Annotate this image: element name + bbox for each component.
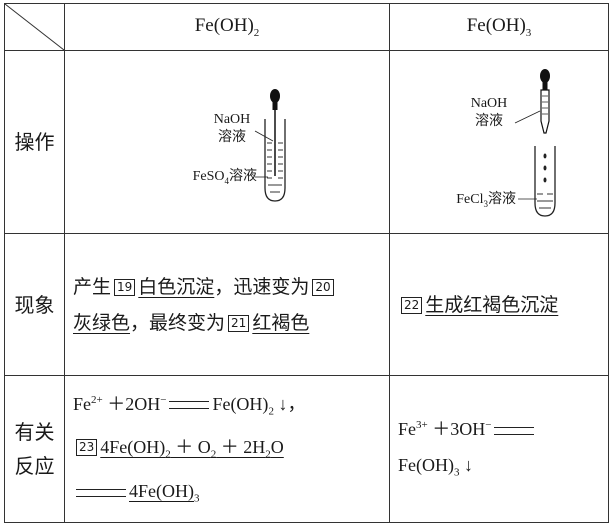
answer-blank-20: 灰绿色	[73, 311, 131, 334]
feso4-label: FeSO4溶液	[192, 169, 257, 186]
answer-blank-23-line2: 4Fe(OH)3	[73, 473, 383, 517]
row-label-reaction: 有关 反应	[4, 375, 65, 523]
row-label-phenomenon: 现象	[4, 233, 65, 376]
reaction-right-line1: Fe3+ ＋3OH−	[398, 407, 602, 447]
apparatus-left: NaOH 溶液 FeSO4溶液	[65, 51, 389, 233]
fecl3-label: FeCl3溶液	[456, 192, 516, 209]
naoh-label-right: NaOH 溶液	[470, 96, 508, 129]
apparatus-right-cell: NaOH 溶液 FeCl3溶液	[389, 50, 609, 234]
dropper-above-tube-drawing	[514, 69, 556, 217]
blank-number-23: 23	[76, 439, 98, 457]
blank-number-22: 22	[401, 296, 423, 314]
operation-row: 操作	[4, 50, 609, 234]
row-label-operation: 操作	[4, 50, 65, 234]
comparison-table: Fe(OH)2 Fe(OH)3 操作	[4, 3, 609, 523]
equals-sign	[76, 488, 126, 497]
header-row: Fe(OH)2 Fe(OH)3	[4, 3, 609, 51]
apparatus-left-cell: NaOH 溶液 FeSO4溶液	[64, 50, 390, 234]
equals-sign	[169, 401, 210, 410]
header-fe-oh-3: Fe(OH)3	[389, 3, 609, 51]
reaction-left-line1: Fe2+ ＋2OH−Fe(OH)2 ↓，	[73, 393, 306, 418]
blank-number-19: 19	[114, 278, 136, 296]
diagonal-line	[5, 4, 64, 50]
blank-number-21: 21	[228, 314, 250, 332]
blank-number-20: 20	[312, 278, 334, 296]
equals-sign	[494, 427, 535, 436]
reaction-right: Fe3+ ＋3OH− Fe(OH)3 ↓	[389, 375, 609, 523]
apparatus-right: NaOH 溶液 FeCl3溶液	[390, 51, 608, 233]
header-fe-oh-2: Fe(OH)2	[64, 3, 390, 51]
corner-cell	[4, 3, 65, 51]
reaction-right-line2: Fe(OH)3 ↓	[398, 455, 473, 479]
naoh-label-left: NaOH 溶液	[213, 112, 251, 145]
dropper-in-tube-drawing	[254, 89, 286, 202]
